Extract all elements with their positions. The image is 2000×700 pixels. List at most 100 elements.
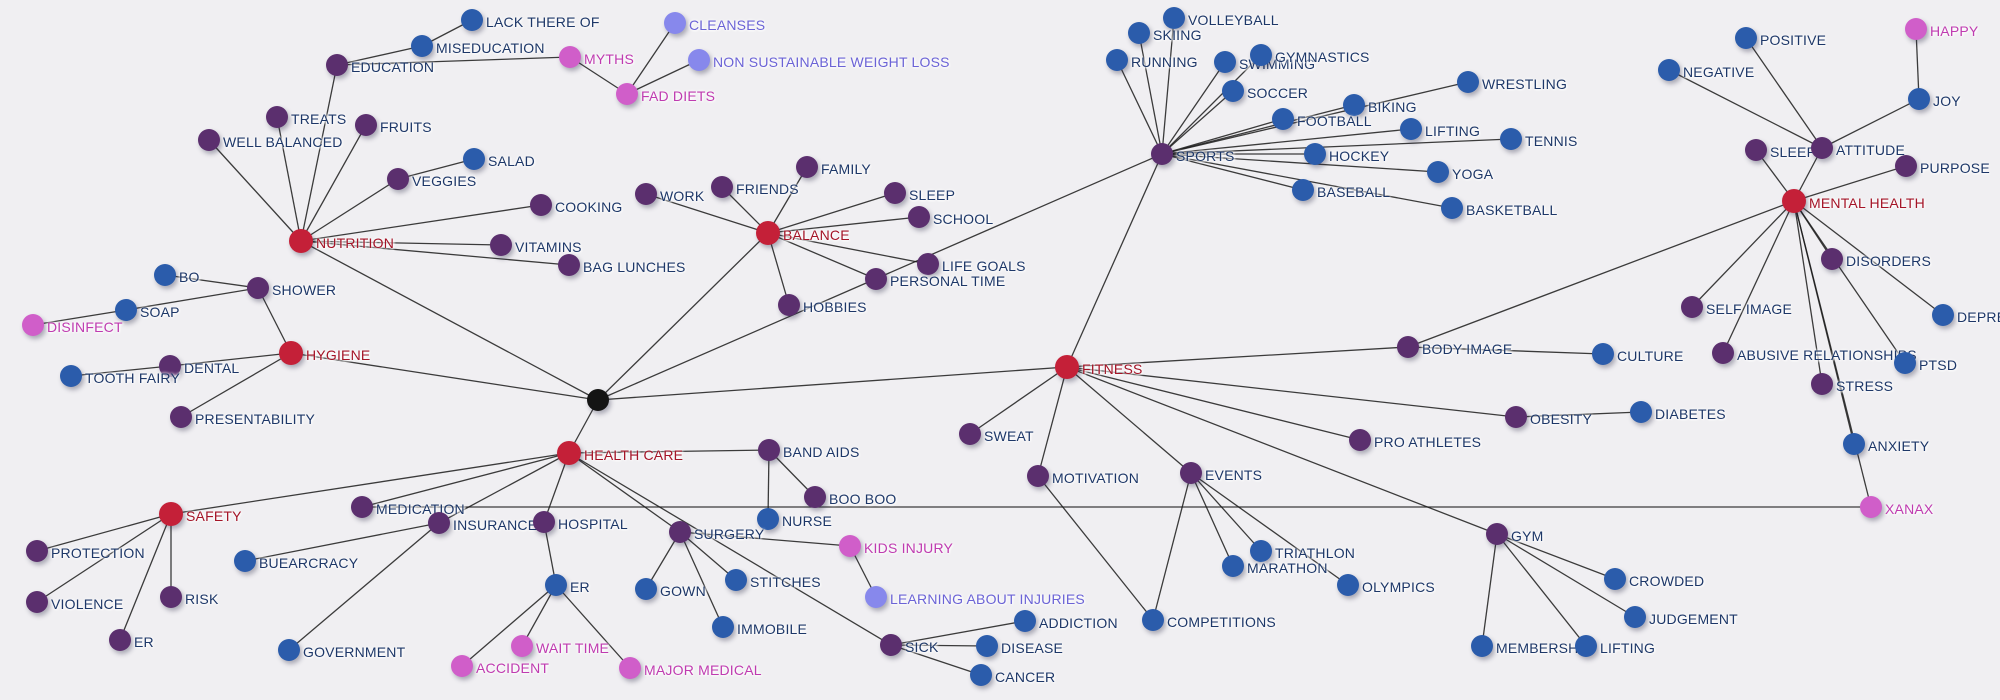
node-membership[interactable]	[1471, 635, 1493, 657]
node-shower[interactable]	[247, 277, 269, 299]
node-immobile[interactable]	[712, 616, 734, 638]
node-veggies[interactable]	[387, 168, 409, 190]
node-addiction[interactable]	[1014, 610, 1036, 632]
node-nutrition[interactable]	[289, 229, 313, 253]
node-sleep-b[interactable]	[884, 182, 906, 204]
node-cooking[interactable]	[530, 194, 552, 216]
node-body-image[interactable]	[1397, 336, 1419, 358]
node-biking[interactable]	[1343, 94, 1365, 116]
node-er-s[interactable]	[109, 629, 131, 651]
node-miseducation[interactable]	[411, 35, 433, 57]
node-fruits[interactable]	[355, 114, 377, 136]
node-sweat[interactable]	[959, 423, 981, 445]
node-center[interactable]	[587, 389, 609, 411]
node-gym[interactable]	[1486, 523, 1508, 545]
node-learning-about-injuries[interactable]	[865, 586, 887, 608]
node-salad[interactable]	[463, 148, 485, 170]
node-buearcracy[interactable]	[234, 550, 256, 572]
node-sick[interactable]	[880, 634, 902, 656]
node-band-aids[interactable]	[758, 439, 780, 461]
node-er-h[interactable]	[545, 574, 567, 596]
node-education[interactable]	[326, 54, 348, 76]
node-accident[interactable]	[451, 655, 473, 677]
node-safety[interactable]	[159, 502, 183, 526]
node-anxiety[interactable]	[1843, 433, 1865, 455]
node-work[interactable]	[635, 183, 657, 205]
node-negative[interactable]	[1658, 59, 1680, 81]
node-health-care[interactable]	[557, 441, 581, 465]
node-skiing[interactable]	[1128, 22, 1150, 44]
node-volleyball[interactable]	[1163, 7, 1185, 29]
node-marathon[interactable]	[1222, 555, 1244, 577]
node-well-balanced[interactable]	[198, 129, 220, 151]
node-lifting-g[interactable]	[1575, 635, 1597, 657]
node-happy[interactable]	[1905, 18, 1927, 40]
node-kids-injury[interactable]	[839, 535, 861, 557]
node-events[interactable]	[1180, 462, 1202, 484]
node-self-image[interactable]	[1681, 296, 1703, 318]
node-school[interactable]	[908, 206, 930, 228]
node-basketball[interactable]	[1441, 197, 1463, 219]
node-judgement[interactable]	[1624, 606, 1646, 628]
node-balance[interactable]	[756, 221, 780, 245]
node-mental-health[interactable]	[1782, 189, 1806, 213]
node-depression[interactable]	[1932, 304, 1954, 326]
node-government[interactable]	[278, 639, 300, 661]
node-bag-lunches[interactable]	[558, 254, 580, 276]
node-soap[interactable]	[115, 299, 137, 321]
node-sleep-m[interactable]	[1745, 139, 1767, 161]
node-soccer[interactable]	[1222, 80, 1244, 102]
node-culture[interactable]	[1592, 343, 1614, 365]
node-non-sustainable-weight-loss[interactable]	[688, 49, 710, 71]
node-presentability[interactable]	[170, 406, 192, 428]
node-motivation[interactable]	[1027, 465, 1049, 487]
node-football[interactable]	[1272, 108, 1294, 130]
node-xanax[interactable]	[1860, 496, 1882, 518]
node-sports[interactable]	[1151, 143, 1173, 165]
node-positive[interactable]	[1735, 27, 1757, 49]
node-friends[interactable]	[711, 176, 733, 198]
node-nurse[interactable]	[757, 508, 779, 530]
node-purpose[interactable]	[1895, 155, 1917, 177]
node-stress[interactable]	[1811, 373, 1833, 395]
node-stitches[interactable]	[725, 569, 747, 591]
node-yoga[interactable]	[1427, 161, 1449, 183]
node-pro-athletes[interactable]	[1349, 429, 1371, 451]
node-cancer[interactable]	[970, 664, 992, 686]
node-disorders[interactable]	[1821, 248, 1843, 270]
node-gown[interactable]	[635, 578, 657, 600]
node-violence[interactable]	[26, 591, 48, 613]
node-treats[interactable]	[266, 106, 288, 128]
node-surgery[interactable]	[669, 521, 691, 543]
node-baseball[interactable]	[1292, 179, 1314, 201]
node-abusive-relationships[interactable]	[1712, 342, 1734, 364]
node-tennis[interactable]	[1500, 128, 1522, 150]
node-hygiene[interactable]	[279, 341, 303, 365]
node-hockey[interactable]	[1304, 143, 1326, 165]
node-crowded[interactable]	[1604, 568, 1626, 590]
node-myths[interactable]	[559, 46, 581, 68]
node-disease[interactable]	[976, 635, 998, 657]
node-vitamins[interactable]	[490, 234, 512, 256]
node-personal-time[interactable]	[865, 268, 887, 290]
node-lack-there-of[interactable]	[461, 9, 483, 31]
node-triathlon[interactable]	[1250, 540, 1272, 562]
node-insurance[interactable]	[428, 512, 450, 534]
node-bo[interactable]	[154, 264, 176, 286]
node-risk[interactable]	[160, 586, 182, 608]
node-fad-diets[interactable]	[616, 83, 638, 105]
node-competitions[interactable]	[1142, 609, 1164, 631]
node-swimming[interactable]	[1214, 51, 1236, 73]
node-joy[interactable]	[1908, 88, 1930, 110]
node-olympics[interactable]	[1337, 574, 1359, 596]
node-medication[interactable]	[351, 496, 373, 518]
node-wrestling[interactable]	[1457, 71, 1479, 93]
node-cleanses[interactable]	[664, 12, 686, 34]
node-ptsd[interactable]	[1894, 352, 1916, 374]
node-fitness[interactable]	[1055, 355, 1079, 379]
node-tooth-fairy[interactable]	[60, 365, 82, 387]
node-hobbies[interactable]	[778, 294, 800, 316]
node-family[interactable]	[796, 156, 818, 178]
node-gymnastics[interactable]	[1250, 44, 1272, 66]
node-protection[interactable]	[26, 540, 48, 562]
